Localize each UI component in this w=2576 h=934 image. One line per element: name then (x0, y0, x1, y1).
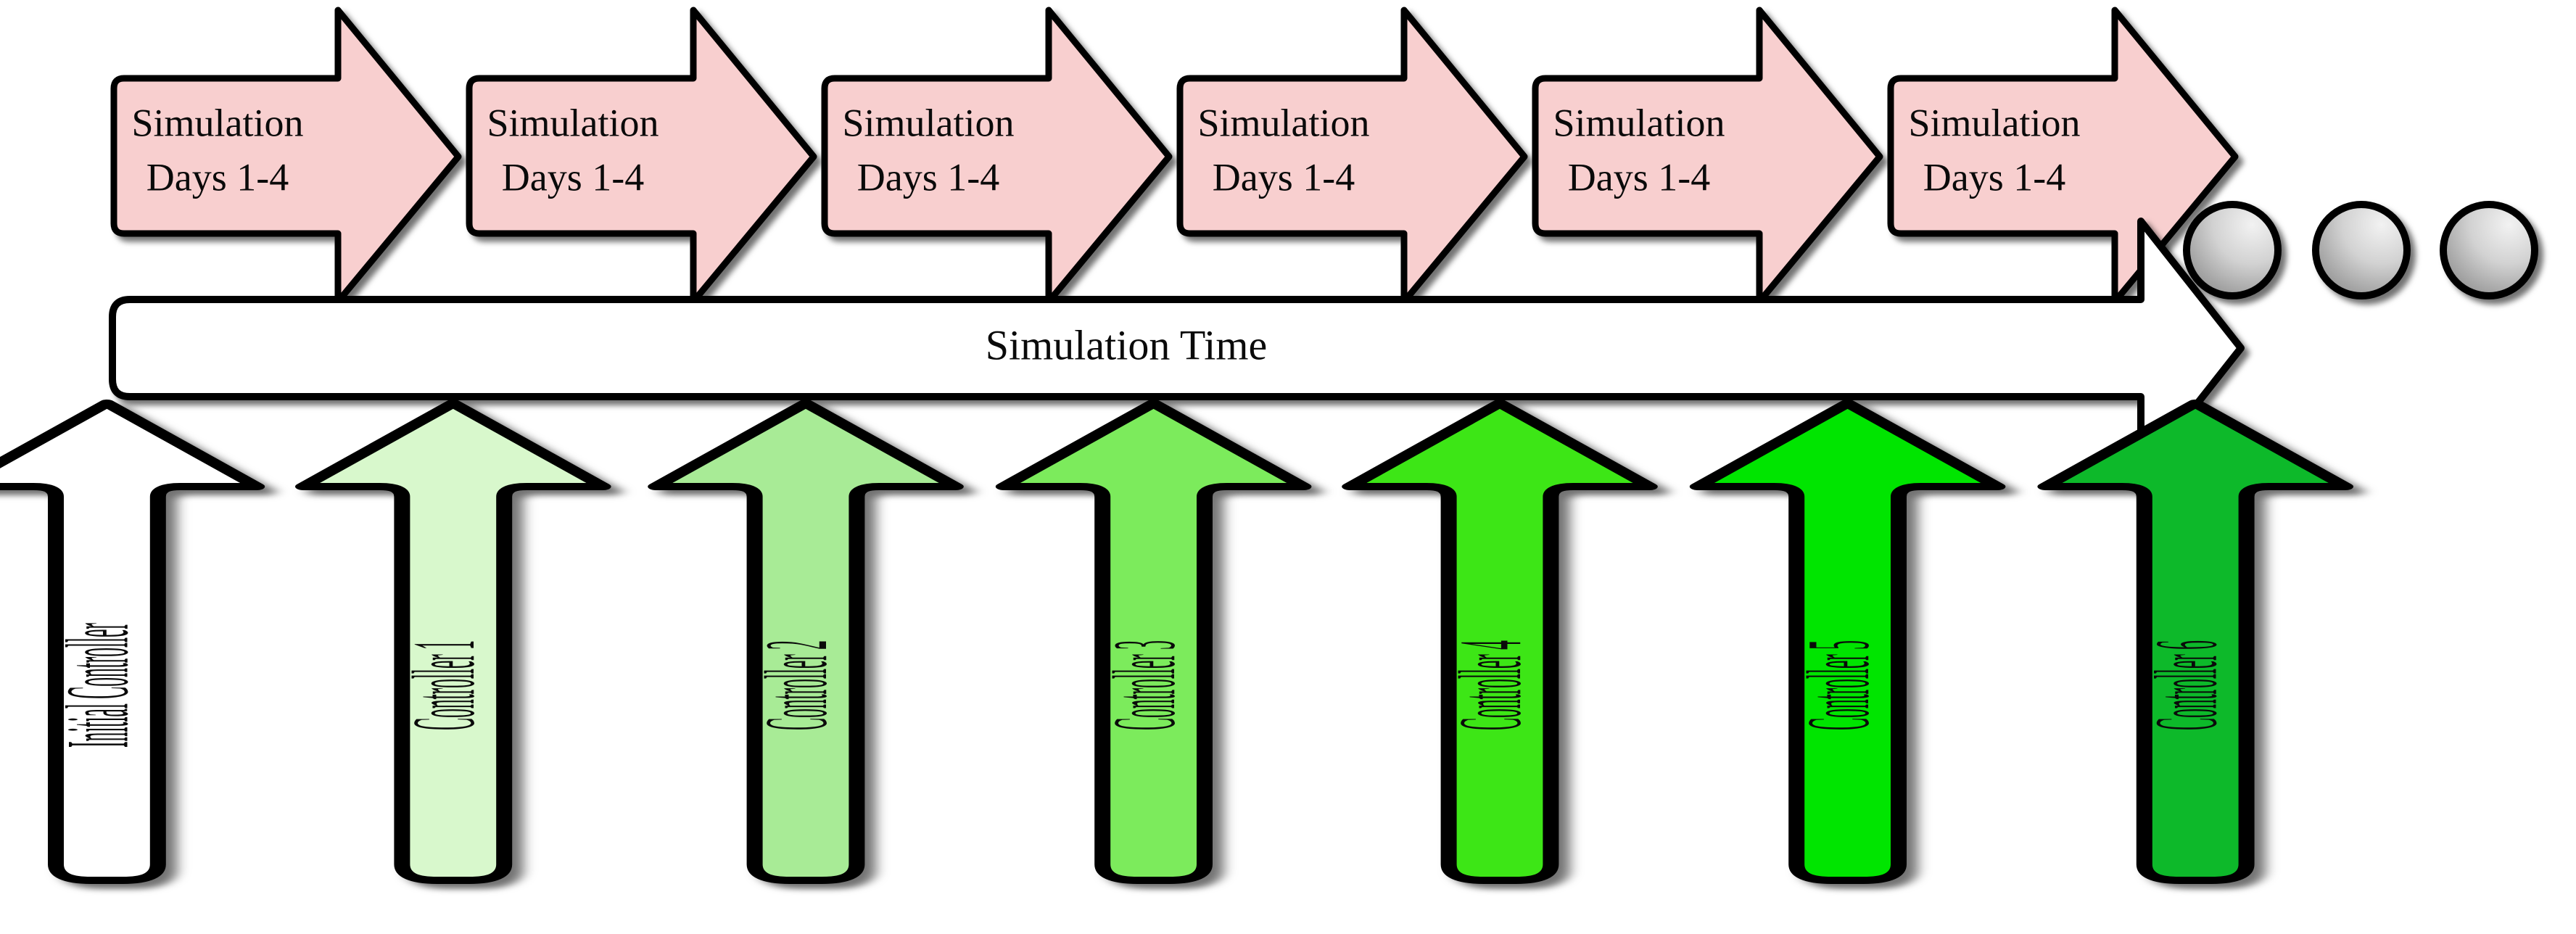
simulation-arrow[interactable]: Simulation Days 1-4 (1887, 7, 2239, 305)
controller-arrow-label: Controller 2 (748, 640, 846, 730)
simulation-arrow-line2: Days 1-4 (146, 155, 289, 199)
controller-arrow[interactable]: Controller 6 (2037, 400, 2354, 884)
controller-arrow[interactable]: Initial Controller (0, 400, 265, 884)
controller-arrow-shape (295, 400, 611, 884)
controller-arrow-label: Controller 5 (1790, 640, 1888, 730)
controller-arrow-shape (1342, 400, 1658, 884)
simulation-arrow-shape (110, 7, 462, 305)
controller-arrow-label: Controller 3 (1096, 640, 1194, 730)
controller-arrow[interactable]: Controller 3 (995, 400, 1312, 884)
controller-arrow-shape (2037, 400, 2354, 884)
simulation-arrow[interactable]: Simulation Days 1-4 (1176, 7, 1528, 305)
simulation-arrow-shape (1176, 7, 1528, 305)
controller-arrow-shape (1689, 400, 2006, 884)
simulation-arrow[interactable]: Simulation Days 1-4 (821, 7, 1173, 305)
simulation-arrow-line2: Days 1-4 (1923, 155, 2065, 199)
ellipsis-dot-group (2183, 201, 2538, 299)
simulation-arrow-shape (821, 7, 1173, 305)
simulation-arrow-line1: Simulation (1197, 101, 1369, 144)
controller-arrow-label: Initial Controller (49, 623, 148, 748)
ellipsis-dot (2312, 201, 2411, 299)
simulation-arrow-line2: Days 1-4 (857, 155, 999, 199)
controller-arrow[interactable]: Controller 2 (648, 400, 964, 884)
controller-arrow-label: Controller 1 (395, 640, 494, 730)
simulation-arrow-line2: Days 1-4 (502, 155, 644, 199)
simulation-arrow-line2: Days 1-4 (1568, 155, 1710, 199)
controller-arrow[interactable]: Controller 4 (1342, 400, 1658, 884)
controller-arrow-shape (995, 400, 1312, 884)
controller-arrow-label: Controller 6 (2137, 640, 2236, 730)
controller-arrow-shape (648, 400, 964, 884)
simulation-arrow-group: Simulation Days 1-4 Simulation Days 1-4 … (110, 7, 2239, 305)
simulation-arrow-shape (1532, 7, 1883, 305)
simulation-arrow-line1: Simulation (842, 101, 1014, 144)
ellipsis-dot (2183, 201, 2282, 299)
simulation-time-label: Simulation Time (986, 321, 1267, 368)
controller-arrow[interactable]: Controller 5 (1689, 400, 2006, 884)
simulation-arrow-shape (466, 7, 817, 305)
controller-arrow[interactable]: Controller 1 (295, 400, 611, 884)
simulation-arrow-line1: Simulation (487, 101, 659, 144)
simulation-arrow[interactable]: Simulation Days 1-4 (1532, 7, 1883, 305)
simulation-arrow[interactable]: Simulation Days 1-4 (466, 7, 817, 305)
simulation-arrow-line1: Simulation (131, 101, 303, 144)
controller-arrow-label: Controller 4 (1442, 640, 1540, 730)
simulation-arrow-line2: Days 1-4 (1213, 155, 1355, 199)
simulation-arrow-line1: Simulation (1908, 101, 2080, 144)
simulation-arrow[interactable]: Simulation Days 1-4 (110, 7, 462, 305)
simulation-arrow-line1: Simulation (1553, 101, 1725, 144)
controller-arrow-shape (0, 400, 265, 884)
ellipsis-dot (2440, 201, 2538, 299)
controller-arrow-group: Initial Controller Controller 1 Controll… (0, 400, 2354, 884)
